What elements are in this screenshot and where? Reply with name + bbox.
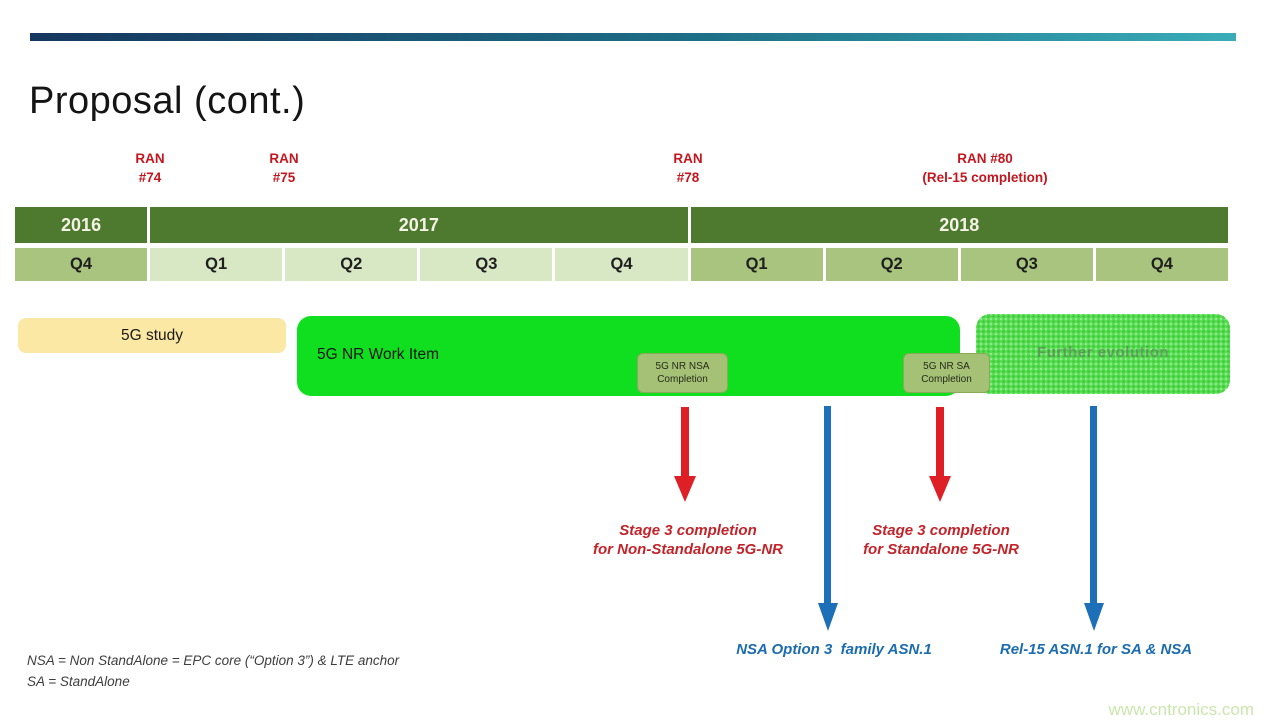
nsa-completion-line: 5G NR NSA [655,361,710,372]
nsa-completion-line: Completion [657,374,708,385]
quarter-cell: Q4 [15,248,148,281]
caption-line: Stage 3 completion [619,522,757,539]
title-accent-bar [30,33,1236,41]
caption-line: Stage 3 completion [872,522,1010,539]
footnote-line: NSA = Non StandAlone = EPC core (“Option… [27,653,400,668]
page-title: Proposal (cont.) [29,80,306,122]
caption-line: for Non-Standalone 5G-NR [593,541,783,559]
sa-completion-line: 5G NR SA [923,361,970,372]
study-phase-label: 5G study [120,326,184,344]
further-evolution-label: Further evolution [1037,343,1169,361]
arrow-head [929,476,951,502]
quarter-cell: Q1 [150,248,283,281]
asn1-nsa-caption: NSA Option 3 family ASN.1 [736,641,932,658]
sa-completion-tag: 5G NR SA Completion [903,353,990,393]
ran-milestone-80: RAN #80 (Rel-15 completion) [922,150,1047,188]
sa-completion-line: Completion [921,374,972,385]
ran-milestone-line: RAN #80 [957,151,1013,166]
ran-milestone-74: RAN #74 [135,150,164,188]
ran-milestone-line: RAN [673,151,703,166]
ran-milestone-line: RAN [269,151,299,166]
ran-milestone-line: #74 [138,169,162,185]
ran-milestone-line: RAN [135,151,165,166]
stage3-nsa-caption: Stage 3 completion for Non-Standalone 5G… [548,521,828,559]
ran-milestone-78: RAN #78 [673,150,702,188]
study-phase-bar: 5G study [18,318,286,353]
arrow-head [818,603,838,631]
year-cell-2017: 2017 [150,207,688,243]
work-item-bar: 5G NR Work Item [297,316,960,396]
arrow-head [1084,603,1104,631]
arrow-shaft [936,407,944,477]
quarter-cell: Q3 [420,248,553,281]
ran-milestone-line: #75 [272,169,296,185]
work-item-label: 5G NR Work Item [317,346,440,363]
further-evolution-bar: Further evolution [976,314,1230,394]
caption-line: for Standalone 5G-NR [863,541,1019,559]
quarter-cell: Q2 [825,248,958,281]
ran-milestone-75: RAN #75 [269,150,298,188]
arrow-shaft [824,406,831,604]
ran-milestone-line: #78 [676,169,700,185]
footnote-line: SA = StandAlone [27,673,130,689]
quarter-cell: Q1 [690,248,823,281]
quarter-cell: Q4 [1095,248,1228,281]
nsa-completion-tag: 5G NR NSA Completion [637,353,728,393]
quarter-cell: Q4 [555,248,688,281]
arrow-head [674,476,696,502]
quarter-cell: Q2 [285,248,418,281]
timeline-quarter-row: Q4 Q1 Q2 Q3 Q4 Q1 Q2 Q3 Q4 [15,248,1228,281]
ran-milestone-line: (Rel-15 completion) [922,169,1048,185]
footnote: NSA = Non StandAlone = EPC core (“Option… [27,651,399,693]
year-cell-2016: 2016 [15,207,148,243]
stage3-sa-caption: Stage 3 completion for Standalone 5G-NR [801,521,1081,559]
asn1-sa-caption: Rel-15 ASN.1 for SA & NSA [999,641,1193,658]
arrow-shaft [681,407,689,477]
arrow-shaft [1090,406,1097,604]
watermark-text: www.cntronics.com [1108,700,1254,719]
timeline-year-row: 2016 2017 2018 [15,207,1228,243]
quarter-cell: Q3 [960,248,1093,281]
year-cell-2018: 2018 [690,207,1228,243]
